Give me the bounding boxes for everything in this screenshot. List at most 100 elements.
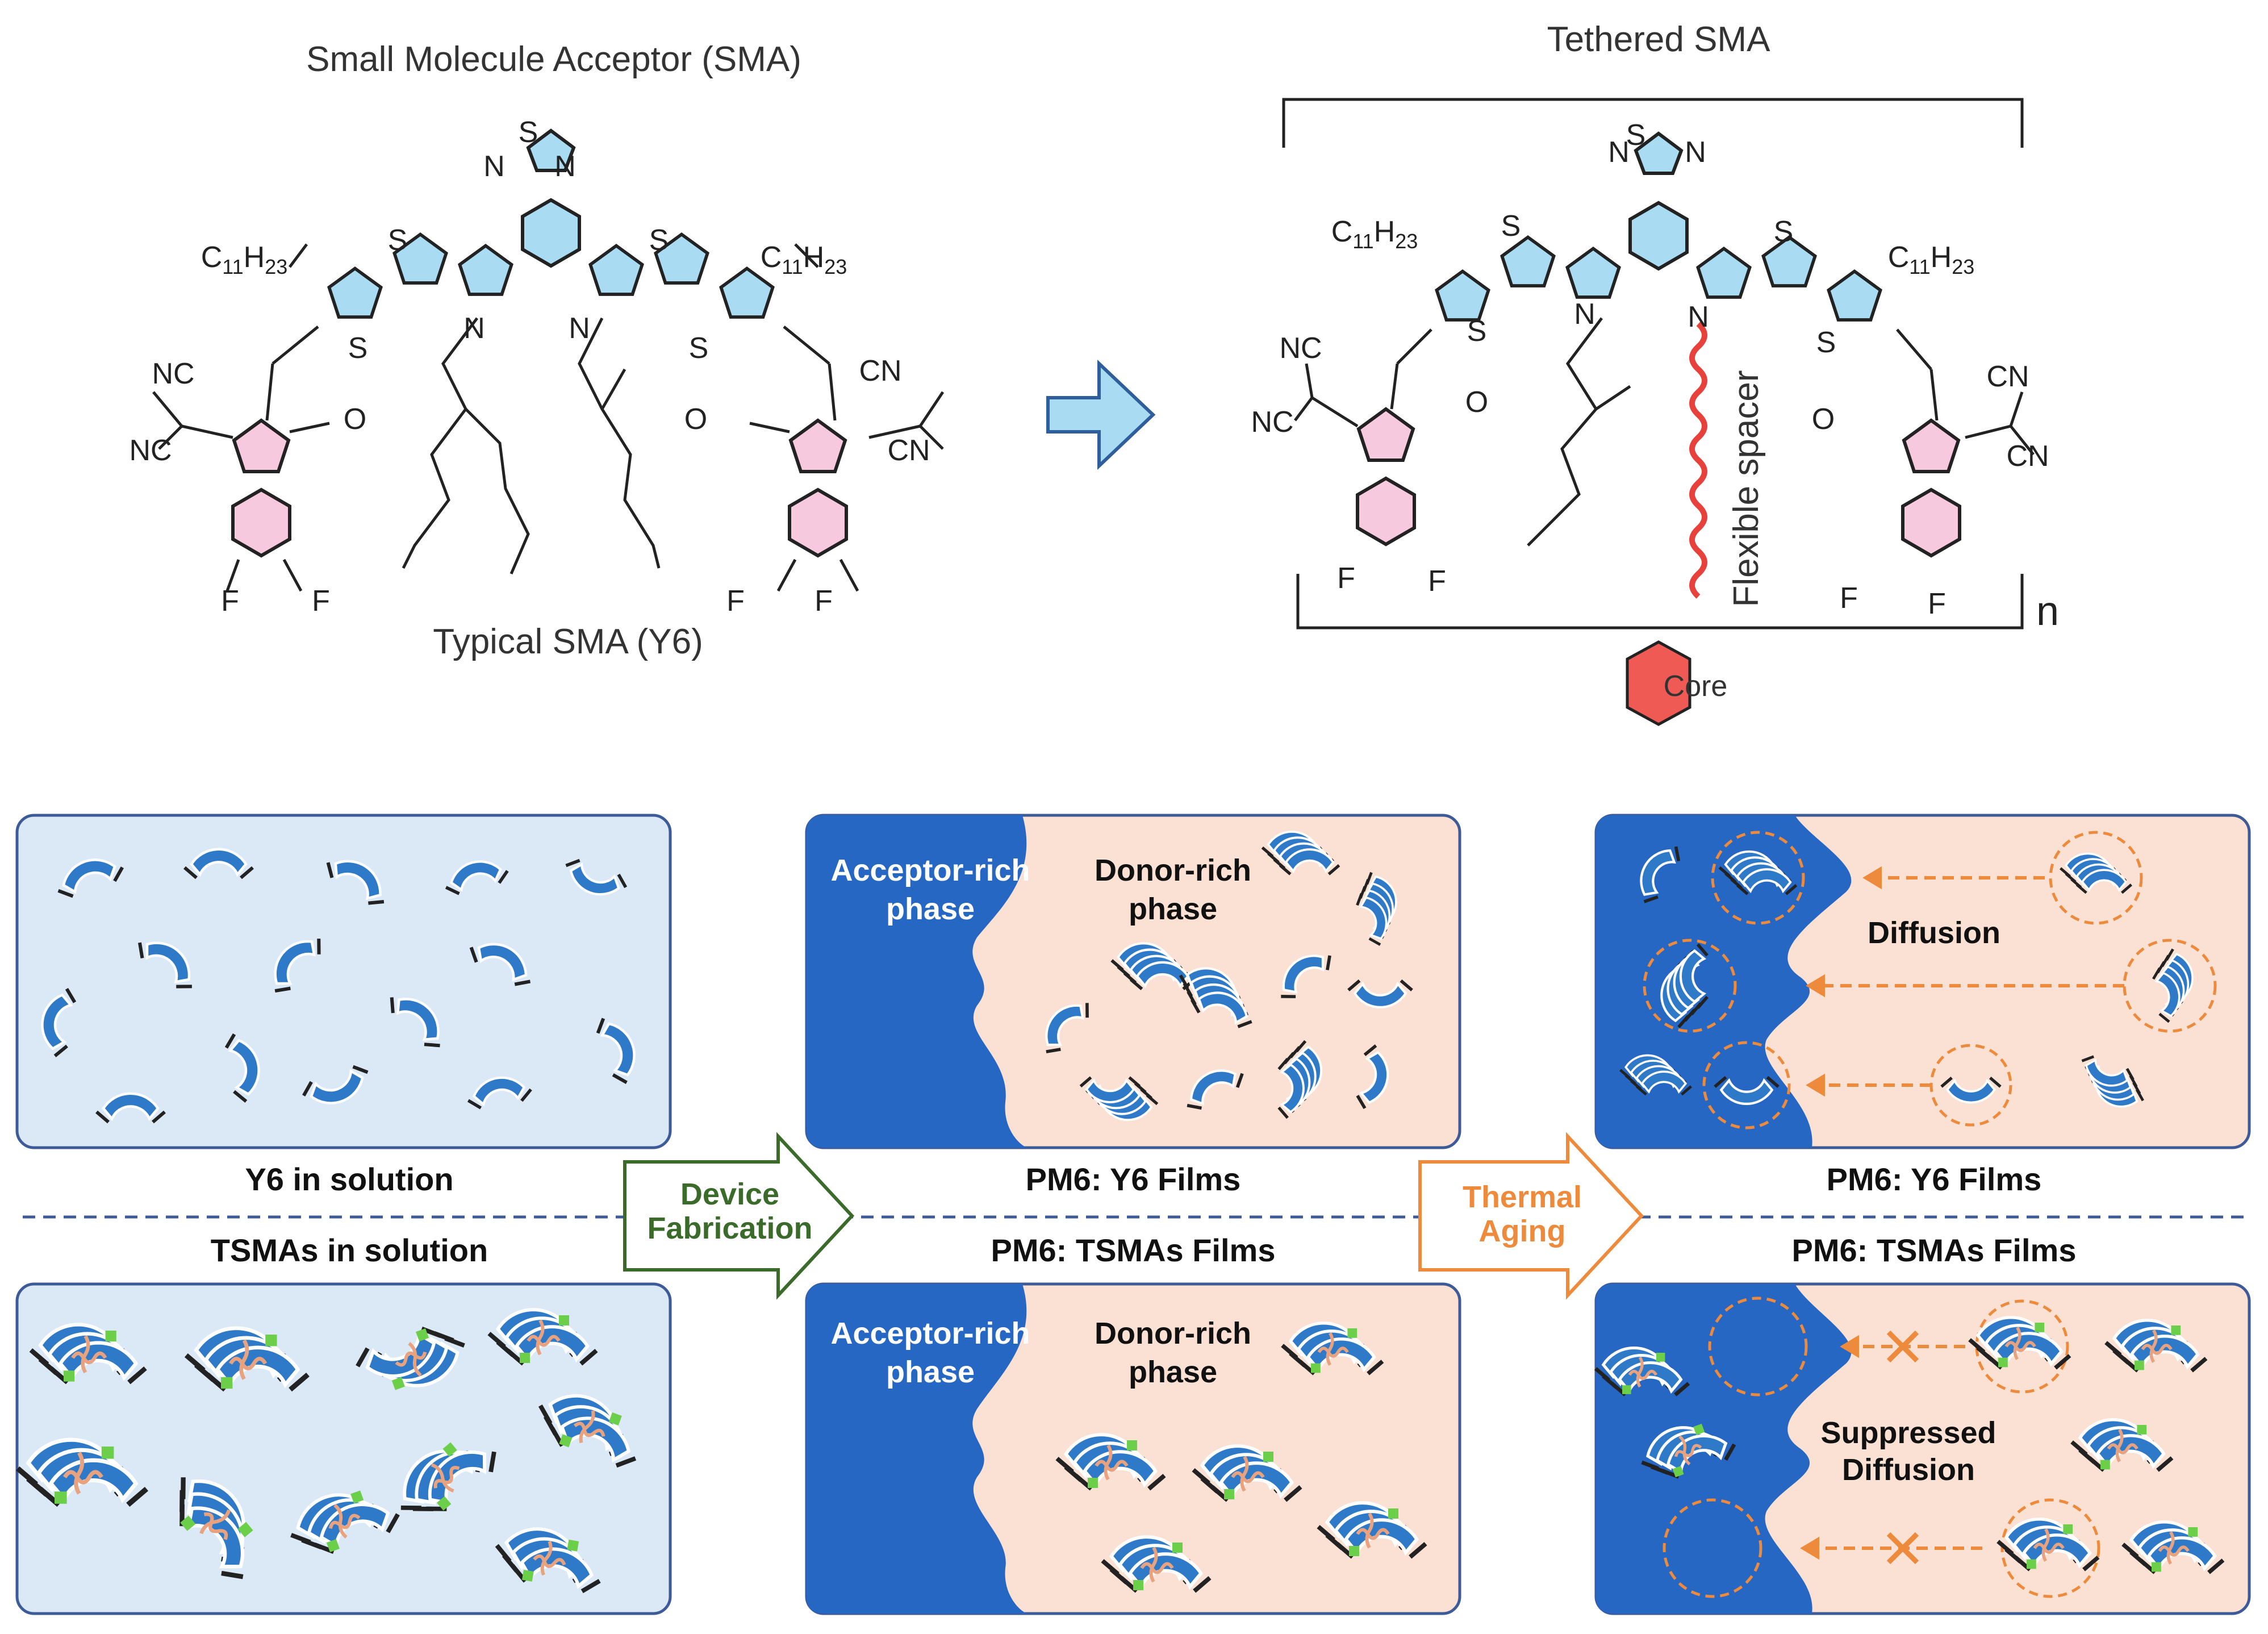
- atom-s-2: S: [649, 224, 669, 257]
- t-atom-s-2: S: [1774, 215, 1794, 248]
- t-atom-nc-2: NC: [1251, 406, 1293, 439]
- donor-label-tsma-2: phase: [1129, 1355, 1217, 1389]
- atom-cn-1: CN: [859, 355, 901, 387]
- atom-n-top-left: N: [483, 150, 505, 183]
- panel-tsma-solution: [15, 1282, 672, 1615]
- t-alkyl-label-left: C11H23: [1331, 215, 1418, 253]
- transform-arrow: [1046, 360, 1156, 470]
- t-atom-s-top: S: [1626, 119, 1646, 152]
- acceptor-label-y6-2: phase: [886, 892, 975, 926]
- thermal-arrow-label-2: Aging: [1479, 1214, 1566, 1248]
- atom-nc-2: NC: [129, 434, 172, 467]
- tethered-indanone-right: [1903, 420, 1960, 556]
- panel-pm6-tsma-film: Acceptor-rich phase Donor-rich phase: [805, 1282, 1461, 1615]
- diffusion-circles: [1643, 831, 2217, 1129]
- caption-aged-tsma-film: PM6: TSMAs Films: [1792, 1232, 2077, 1268]
- device-arrow-label-1: Device: [680, 1177, 779, 1211]
- caption-y6-solution: Y6 in solution: [245, 1161, 453, 1197]
- acceptor-label-tsma-2: phase: [886, 1355, 975, 1389]
- atom-s-4: S: [689, 332, 709, 365]
- tethered-benzene-ring: [1630, 203, 1687, 269]
- caption-tsma-solution: TSMAs in solution: [211, 1232, 488, 1268]
- thermal-aging-arrow: Thermal Aging: [1418, 1132, 1644, 1300]
- t-atom-s-4: S: [1816, 326, 1836, 359]
- repeat-subscript: n: [2036, 589, 2059, 634]
- panel-aged-tsma-film: Suppressed Diffusion: [1595, 1282, 2251, 1615]
- t-atom-cn-2: CN: [2006, 440, 2049, 473]
- thermal-arrow-label-1: Thermal: [1463, 1180, 1582, 1214]
- atom-f-3: F: [726, 585, 745, 618]
- empty-circles: [1663, 1297, 2100, 1598]
- alkyl-label-right: C11H23: [761, 241, 847, 278]
- t-alkyl-label-right: C11H23: [1888, 241, 1975, 278]
- donor-label-tsma-1: Donor-rich: [1095, 1316, 1251, 1350]
- diffusion-arrows: [1806, 866, 2124, 1097]
- flexible-spacer-label: Flexible spacer: [1727, 370, 1766, 607]
- t-atom-n-top-left: N: [1608, 136, 1630, 169]
- atom-o-2: O: [684, 403, 707, 436]
- atom-o-1: O: [344, 403, 366, 436]
- diffusion-label: Diffusion: [1868, 916, 2000, 950]
- atom-f-1: F: [221, 585, 239, 618]
- suppressed-label-1: Suppressed: [1820, 1416, 1996, 1450]
- sma-core-rings: [329, 128, 772, 318]
- t-atom-s-1: S: [1501, 210, 1521, 243]
- sma-atom-labels: S N N S S S S N N NC NC CN CN O O F F F …: [129, 116, 930, 618]
- atom-f-2: F: [312, 585, 330, 618]
- donor-label-y6-1: Donor-rich: [1095, 853, 1251, 887]
- tethered-indanone-left: [1358, 409, 1414, 544]
- t-atom-n-1: N: [1574, 298, 1595, 331]
- tethered-sma-structure: Tethered SMA n: [1251, 20, 2059, 726]
- atom-nc-1: NC: [152, 357, 194, 390]
- sma-indanone-right: [790, 420, 846, 556]
- device-fabrication-arrow: Device Fabrication: [623, 1132, 855, 1300]
- panel-pm6-y6-film: Acceptor-rich phase Donor-rich phase: [805, 814, 1461, 1149]
- panel-aged-y6-film: Diffusion: [1594, 814, 2251, 1149]
- tethered-atom-labels: S N N S S S S N N NC NC CN CN O O F F F …: [1251, 119, 2049, 620]
- repeat-bracket: [1282, 98, 2024, 630]
- caption-aged-y6-film: PM6: Y6 Films: [1827, 1161, 2042, 1197]
- suppressed-label-2: Diffusion: [1842, 1453, 1975, 1487]
- t-atom-s-3: S: [1467, 315, 1487, 348]
- caption-pm6-y6-film: PM6: Y6 Films: [1026, 1161, 1241, 1197]
- pyrrole-ring-left: [460, 246, 511, 295]
- tethered-core-rings: [1436, 131, 1880, 320]
- t-atom-f-3: F: [1840, 582, 1858, 615]
- device-arrow-label-2: Fabrication: [647, 1211, 812, 1245]
- thiophene-ring-4: [721, 269, 772, 318]
- t-atom-f-2: F: [1428, 565, 1446, 598]
- blocked-x-marks: [1886, 1330, 1919, 1565]
- thiophene-ring-2: [329, 269, 381, 318]
- sma-bonds: [152, 243, 945, 592]
- thiadiazole-ring: [526, 128, 576, 172]
- acceptor-label-y6-1: Acceptor-rich: [830, 853, 1030, 887]
- acceptor-rich-phase-y6: [807, 815, 1028, 1148]
- atom-s-3: S: [348, 332, 368, 365]
- sma-indanone-left: [233, 420, 290, 556]
- donor-label-y6-2: phase: [1129, 892, 1217, 926]
- core-hexagon: [1626, 640, 1691, 726]
- atom-s-top: S: [519, 116, 538, 149]
- t-atom-f-4: F: [1928, 587, 1946, 620]
- t-atom-o-2: O: [1812, 403, 1835, 436]
- sma-caption: Typical SMA (Y6): [433, 622, 703, 661]
- sma-structure: Small Molecule Acceptor (SMA): [129, 40, 945, 661]
- caption-pm6-tsma-film: PM6: TSMAs Films: [991, 1232, 1276, 1268]
- t-atom-cn-1: CN: [1986, 360, 2029, 393]
- t-atom-nc-1: NC: [1279, 332, 1322, 365]
- atom-f-4: F: [815, 585, 833, 618]
- flexible-spacer-chain: [1689, 322, 1707, 599]
- t-atom-n-2: N: [1688, 301, 1709, 334]
- panel-y6-solution: [15, 814, 672, 1149]
- central-benzene-ring: [523, 200, 579, 266]
- atom-n-top-right: N: [554, 150, 576, 183]
- tethered-title: Tethered SMA: [1547, 20, 1771, 59]
- tethered-bonds: [1294, 317, 2035, 547]
- acceptor-label-tsma-1: Acceptor-rich: [830, 1316, 1030, 1350]
- blocked-arrows: [1800, 1335, 1982, 1560]
- pyrrole-ring-right: [590, 246, 642, 295]
- alkyl-label-left: C11H23: [201, 241, 288, 278]
- t-atom-o-1: O: [1465, 386, 1488, 419]
- atom-cn-2: CN: [887, 434, 930, 467]
